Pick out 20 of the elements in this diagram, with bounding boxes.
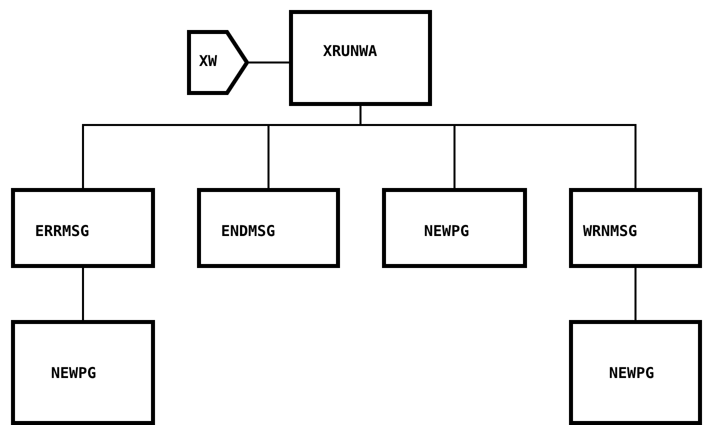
module-name: NEWPG bbox=[609, 364, 654, 382]
module-box bbox=[569, 188, 702, 268]
module-box bbox=[382, 188, 527, 268]
module-box bbox=[569, 320, 702, 425]
pentagon-node bbox=[187, 30, 249, 95]
module-box bbox=[197, 188, 340, 268]
module-name: WRNMSG bbox=[583, 222, 638, 240]
module-name: XRUNWA bbox=[323, 42, 378, 60]
module-name: ERRMSG bbox=[35, 222, 90, 240]
module-name: NEWPG bbox=[424, 222, 470, 240]
connector-line bbox=[249, 62, 289, 64]
module-box bbox=[11, 188, 155, 268]
module-name: ENDMSG bbox=[221, 222, 276, 240]
module-box bbox=[289, 10, 432, 106]
connector-line bbox=[634, 268, 636, 320]
module-box bbox=[11, 320, 155, 425]
connector-line bbox=[82, 268, 84, 320]
connector-line bbox=[360, 106, 636, 188]
module-name: XW bbox=[199, 52, 218, 70]
module-name: NEWPG bbox=[51, 364, 96, 382]
